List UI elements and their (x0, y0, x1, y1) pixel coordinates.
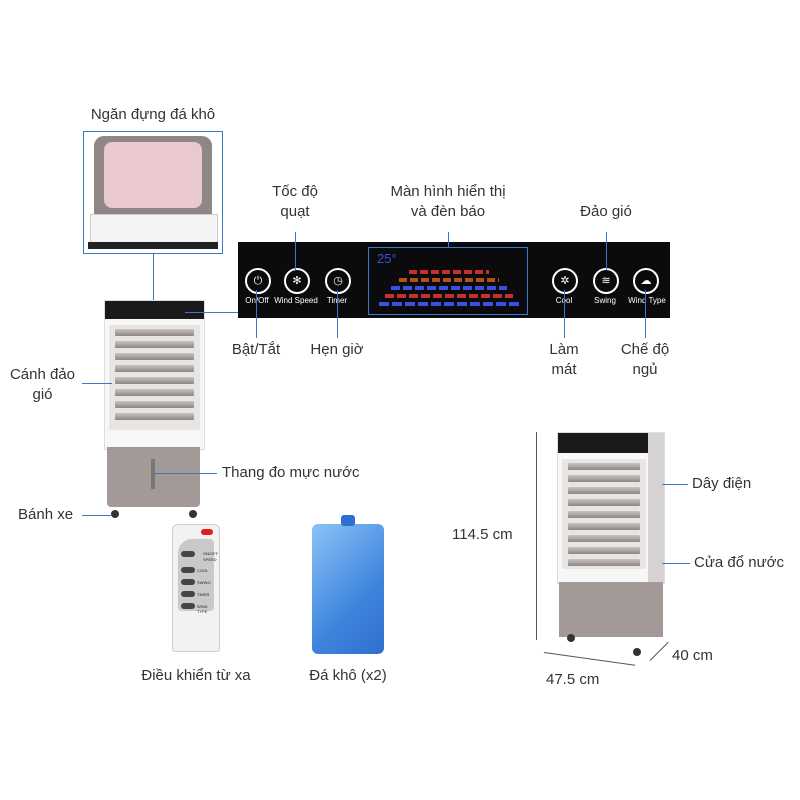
swing-icon: ≋ (593, 268, 619, 294)
fan-icon: ✻ (284, 268, 310, 294)
label-power-cord: Dây điện (692, 475, 752, 492)
water-tank-side (559, 582, 663, 637)
air-cooler-side (557, 432, 665, 584)
ice-pack (312, 515, 384, 654)
wind-type-button-label: Wind Type (628, 296, 666, 305)
label-timer: Hẹn giờ (310, 341, 364, 358)
label-water-gauge: Thang đo mực nước (222, 464, 360, 481)
label-depth: 40 cm (672, 647, 713, 664)
display-temperature: 25° (377, 251, 397, 266)
label-ice-pack: Đá khô (x2) (309, 667, 387, 684)
label-wheels: Bánh xe (18, 506, 74, 523)
clock-icon: ◷ (325, 268, 351, 294)
ice-compartment-image (83, 131, 223, 254)
remote-control: ON/OFF SPEED COOL SWING TIMER WIND TYPE (172, 524, 220, 652)
air-cooler-front (104, 300, 205, 450)
label-swing: Đảo gió (580, 203, 632, 220)
wind-speed-button-label: Wind Speed (274, 296, 318, 305)
wind-type-icon: ☁ (633, 268, 659, 294)
label-height: 114.5 cm (452, 526, 513, 543)
power-icon: ⏻ (245, 268, 271, 294)
label-water-inlet: Cửa đổ nước (694, 554, 784, 571)
label-remote: Điều khiển từ xa (141, 667, 251, 684)
display-screen: 25° (368, 247, 528, 315)
onoff-button-label: On/Off (245, 296, 269, 305)
snowflake-icon: ✲ (552, 268, 578, 294)
label-power: Bật/Tắt (231, 341, 281, 358)
label-ice-compartment: Ngăn đựng đá khô (90, 106, 216, 123)
water-tank (107, 447, 200, 507)
swing-button-label: Swing (594, 296, 616, 305)
label-width: 47.5 cm (546, 671, 600, 688)
